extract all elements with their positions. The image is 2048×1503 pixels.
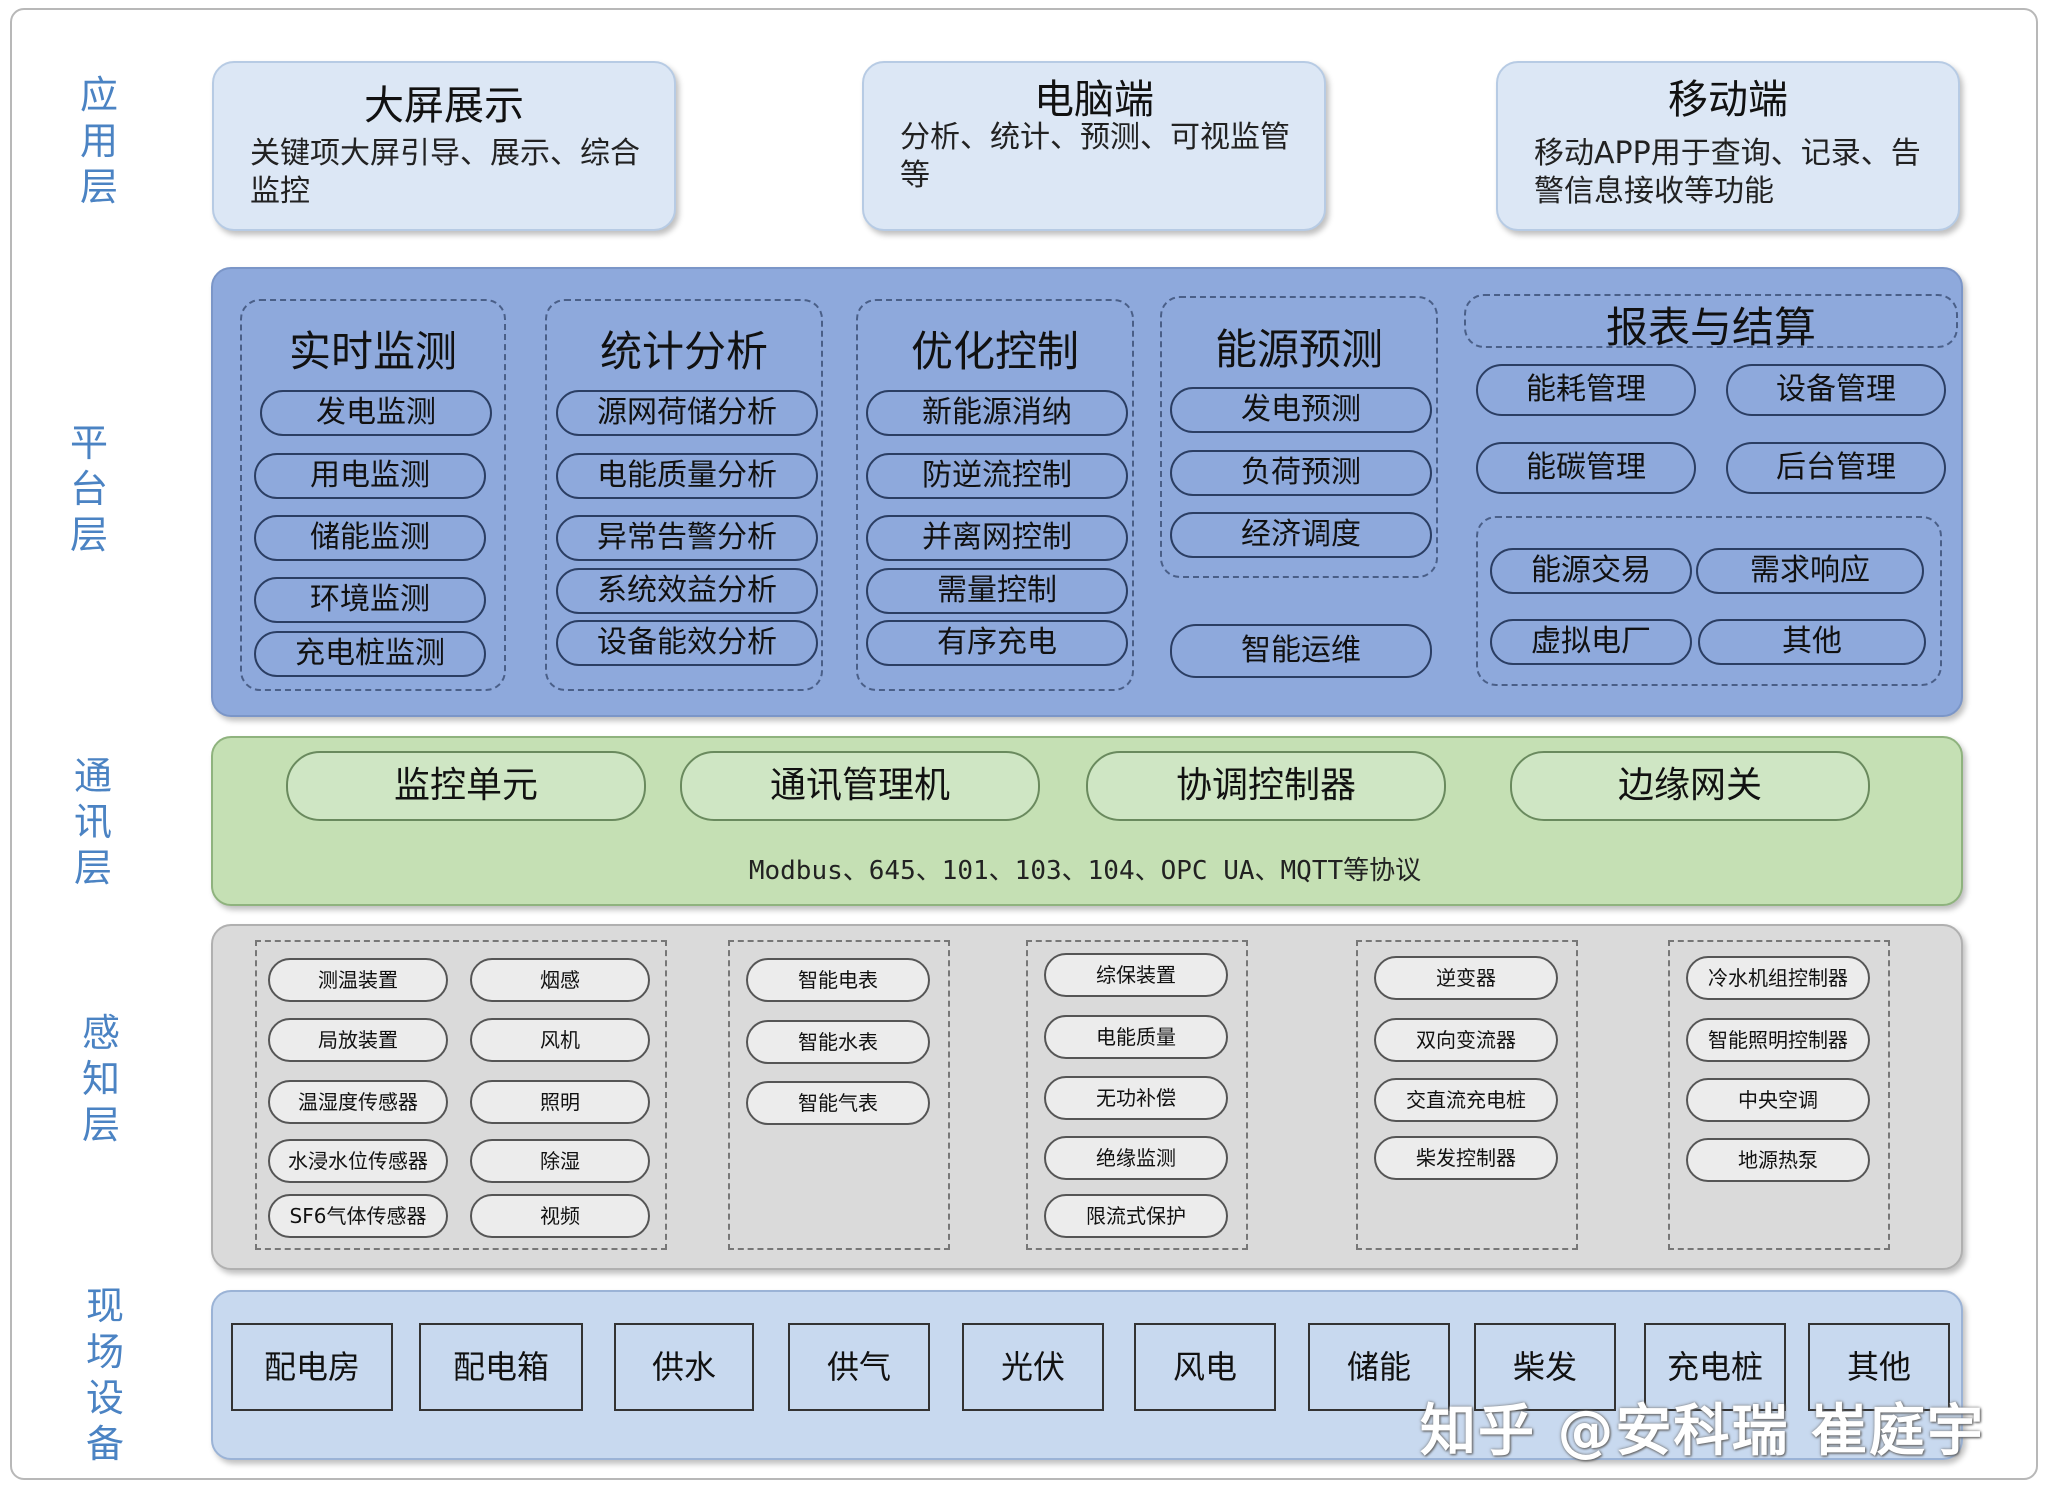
watermark: 知乎 @安科瑞 崔庭宇 (1420, 1399, 1985, 1464)
layer-label-platform: 平 台 层 (69, 421, 108, 557)
sense-pill: 综保装置 (1044, 953, 1228, 997)
sense-pill: 电能质量 (1044, 1015, 1228, 1059)
app-desc: 关键项大屏引导、展示、综合监控 (250, 136, 640, 209)
pill-trade: 其他 (1698, 619, 1926, 665)
sense-pill: 烟感 (470, 958, 650, 1002)
app-box-pc: 电脑端 分析、统计、预测、可视监管等 (862, 61, 1326, 231)
group-stats (545, 299, 823, 691)
sense-pill: 除湿 (470, 1139, 650, 1183)
field-device: 储能 (1308, 1323, 1450, 1411)
sense-pill: 测温装置 (268, 958, 448, 1002)
pill-report: 设备管理 (1726, 364, 1946, 416)
sense-pill: 智能电表 (746, 958, 930, 1002)
group-title-report: 报表与结算 (1605, 303, 1816, 352)
sense-pill: 水浸水位传感器 (268, 1139, 448, 1183)
sense-pill: 地源热泵 (1686, 1138, 1870, 1182)
field-device: 风电 (1134, 1323, 1276, 1411)
app-title: 移动端 (1668, 77, 1788, 123)
group-title-realtime: 实时监测 (288, 327, 457, 376)
field-device: 光伏 (962, 1323, 1104, 1411)
sense-group-converters (1356, 940, 1578, 1250)
sense-pill: 双向变流器 (1374, 1018, 1558, 1062)
pill-stats: 系统效益分析 (556, 568, 818, 614)
layer-label-field: 现 场 设 备 (85, 1284, 124, 1466)
pill-stats: 异常告警分析 (556, 515, 818, 561)
field-device: 配电房 (231, 1323, 393, 1411)
app-title: 电脑端 (1034, 77, 1154, 123)
group-title-forecast: 能源预测 (1214, 325, 1383, 374)
sense-pill: 局放装置 (268, 1018, 448, 1062)
pill-realtime: 充电桩监测 (254, 631, 486, 677)
comm-unit: 监控单元 (286, 751, 646, 821)
pill-report: 能耗管理 (1476, 364, 1696, 416)
sense-pill: 智能照明控制器 (1686, 1018, 1870, 1062)
field-device: 供气 (788, 1323, 930, 1411)
field-device: 配电箱 (419, 1323, 583, 1411)
comm-unit: 边缘网关 (1510, 751, 1870, 821)
pill-optimize: 新能源消纳 (866, 390, 1128, 436)
sense-pill: 智能气表 (746, 1081, 930, 1125)
app-desc: 移动APP用于查询、记录、告警信息接收等功能 (1534, 136, 1921, 209)
pill-stats: 源网荷储分析 (556, 390, 818, 436)
group-optimize (856, 299, 1134, 691)
sense-pill: 限流式保护 (1044, 1194, 1228, 1238)
pill-smart-ops: 智能运维 (1170, 624, 1432, 678)
layer-label-sense: 感 知 层 (81, 1011, 120, 1147)
pill-report: 后台管理 (1726, 442, 1946, 494)
group-title-optimize: 优化控制 (910, 327, 1079, 376)
sense-pill: 逆变器 (1374, 956, 1558, 1000)
sense-pill: 绝缘监测 (1044, 1136, 1228, 1180)
app-desc: 分析、统计、预测、可视监管等 (900, 120, 1290, 193)
sense-pill: SF6气体传感器 (268, 1194, 448, 1238)
sense-group-env (255, 940, 667, 1250)
sense-pill: 中央空调 (1686, 1078, 1870, 1122)
sense-pill: 柴发控制器 (1374, 1136, 1558, 1180)
pill-optimize: 防逆流控制 (866, 453, 1128, 499)
field-device: 柴发 (1474, 1323, 1616, 1411)
app-title: 大屏展示 (364, 83, 524, 129)
protocol-text: Modbus、645、101、103、104、OPC UA、MQTT等协议 (748, 856, 1422, 886)
app-box-bigscreen: 大屏展示 关键项大屏引导、展示、综合监控 (212, 61, 676, 231)
pill-optimize: 并离网控制 (866, 515, 1128, 561)
pill-trade: 能源交易 (1490, 548, 1692, 594)
pill-optimize: 需量控制 (866, 568, 1128, 614)
group-forecast (1160, 296, 1438, 578)
pill-trade: 虚拟电厂 (1490, 619, 1692, 665)
sense-pill: 视频 (470, 1194, 650, 1238)
pill-stats: 设备能效分析 (556, 620, 818, 666)
group-report-title-box (1464, 294, 1958, 348)
field-device: 其他 (1808, 1323, 1950, 1411)
pill-realtime: 发电监测 (260, 390, 492, 436)
layer-label-comm: 通 讯 层 (73, 754, 112, 890)
layer-label-app: 应 用 层 (79, 73, 118, 209)
group-title-stats: 统计分析 (599, 327, 768, 376)
pill-optimize: 有序充电 (866, 620, 1128, 666)
sense-pill: 照明 (470, 1080, 650, 1124)
field-device: 充电桩 (1644, 1323, 1786, 1411)
sense-pill: 风机 (470, 1018, 650, 1062)
pill-realtime: 环境监测 (254, 577, 486, 623)
group-realtime (240, 299, 506, 691)
field-device: 供水 (614, 1323, 754, 1411)
sense-group-meters (728, 940, 950, 1250)
app-box-mobile: 移动端 移动APP用于查询、记录、告警信息接收等功能 (1496, 61, 1960, 231)
pill-forecast: 发电预测 (1170, 387, 1432, 433)
comm-unit: 协调控制器 (1086, 751, 1446, 821)
pill-realtime: 用电监测 (254, 453, 486, 499)
group-trade (1476, 516, 1942, 686)
sense-group-hvac (1668, 940, 1890, 1250)
sense-pill: 温湿度传感器 (268, 1080, 448, 1124)
pill-stats: 电能质量分析 (556, 453, 818, 499)
pill-forecast: 负荷预测 (1170, 450, 1432, 496)
pill-report: 能碳管理 (1476, 442, 1696, 494)
sense-pill: 冷水机组控制器 (1686, 956, 1870, 1000)
sense-pill: 无功补偿 (1044, 1076, 1228, 1120)
pill-forecast: 经济调度 (1170, 512, 1432, 558)
pill-realtime: 储能监测 (254, 515, 486, 561)
comm-unit: 通讯管理机 (680, 751, 1040, 821)
sense-pill: 交直流充电桩 (1374, 1078, 1558, 1122)
sense-group-protection (1026, 940, 1248, 1250)
pill-trade: 需求响应 (1696, 548, 1924, 594)
sense-pill: 智能水表 (746, 1020, 930, 1064)
